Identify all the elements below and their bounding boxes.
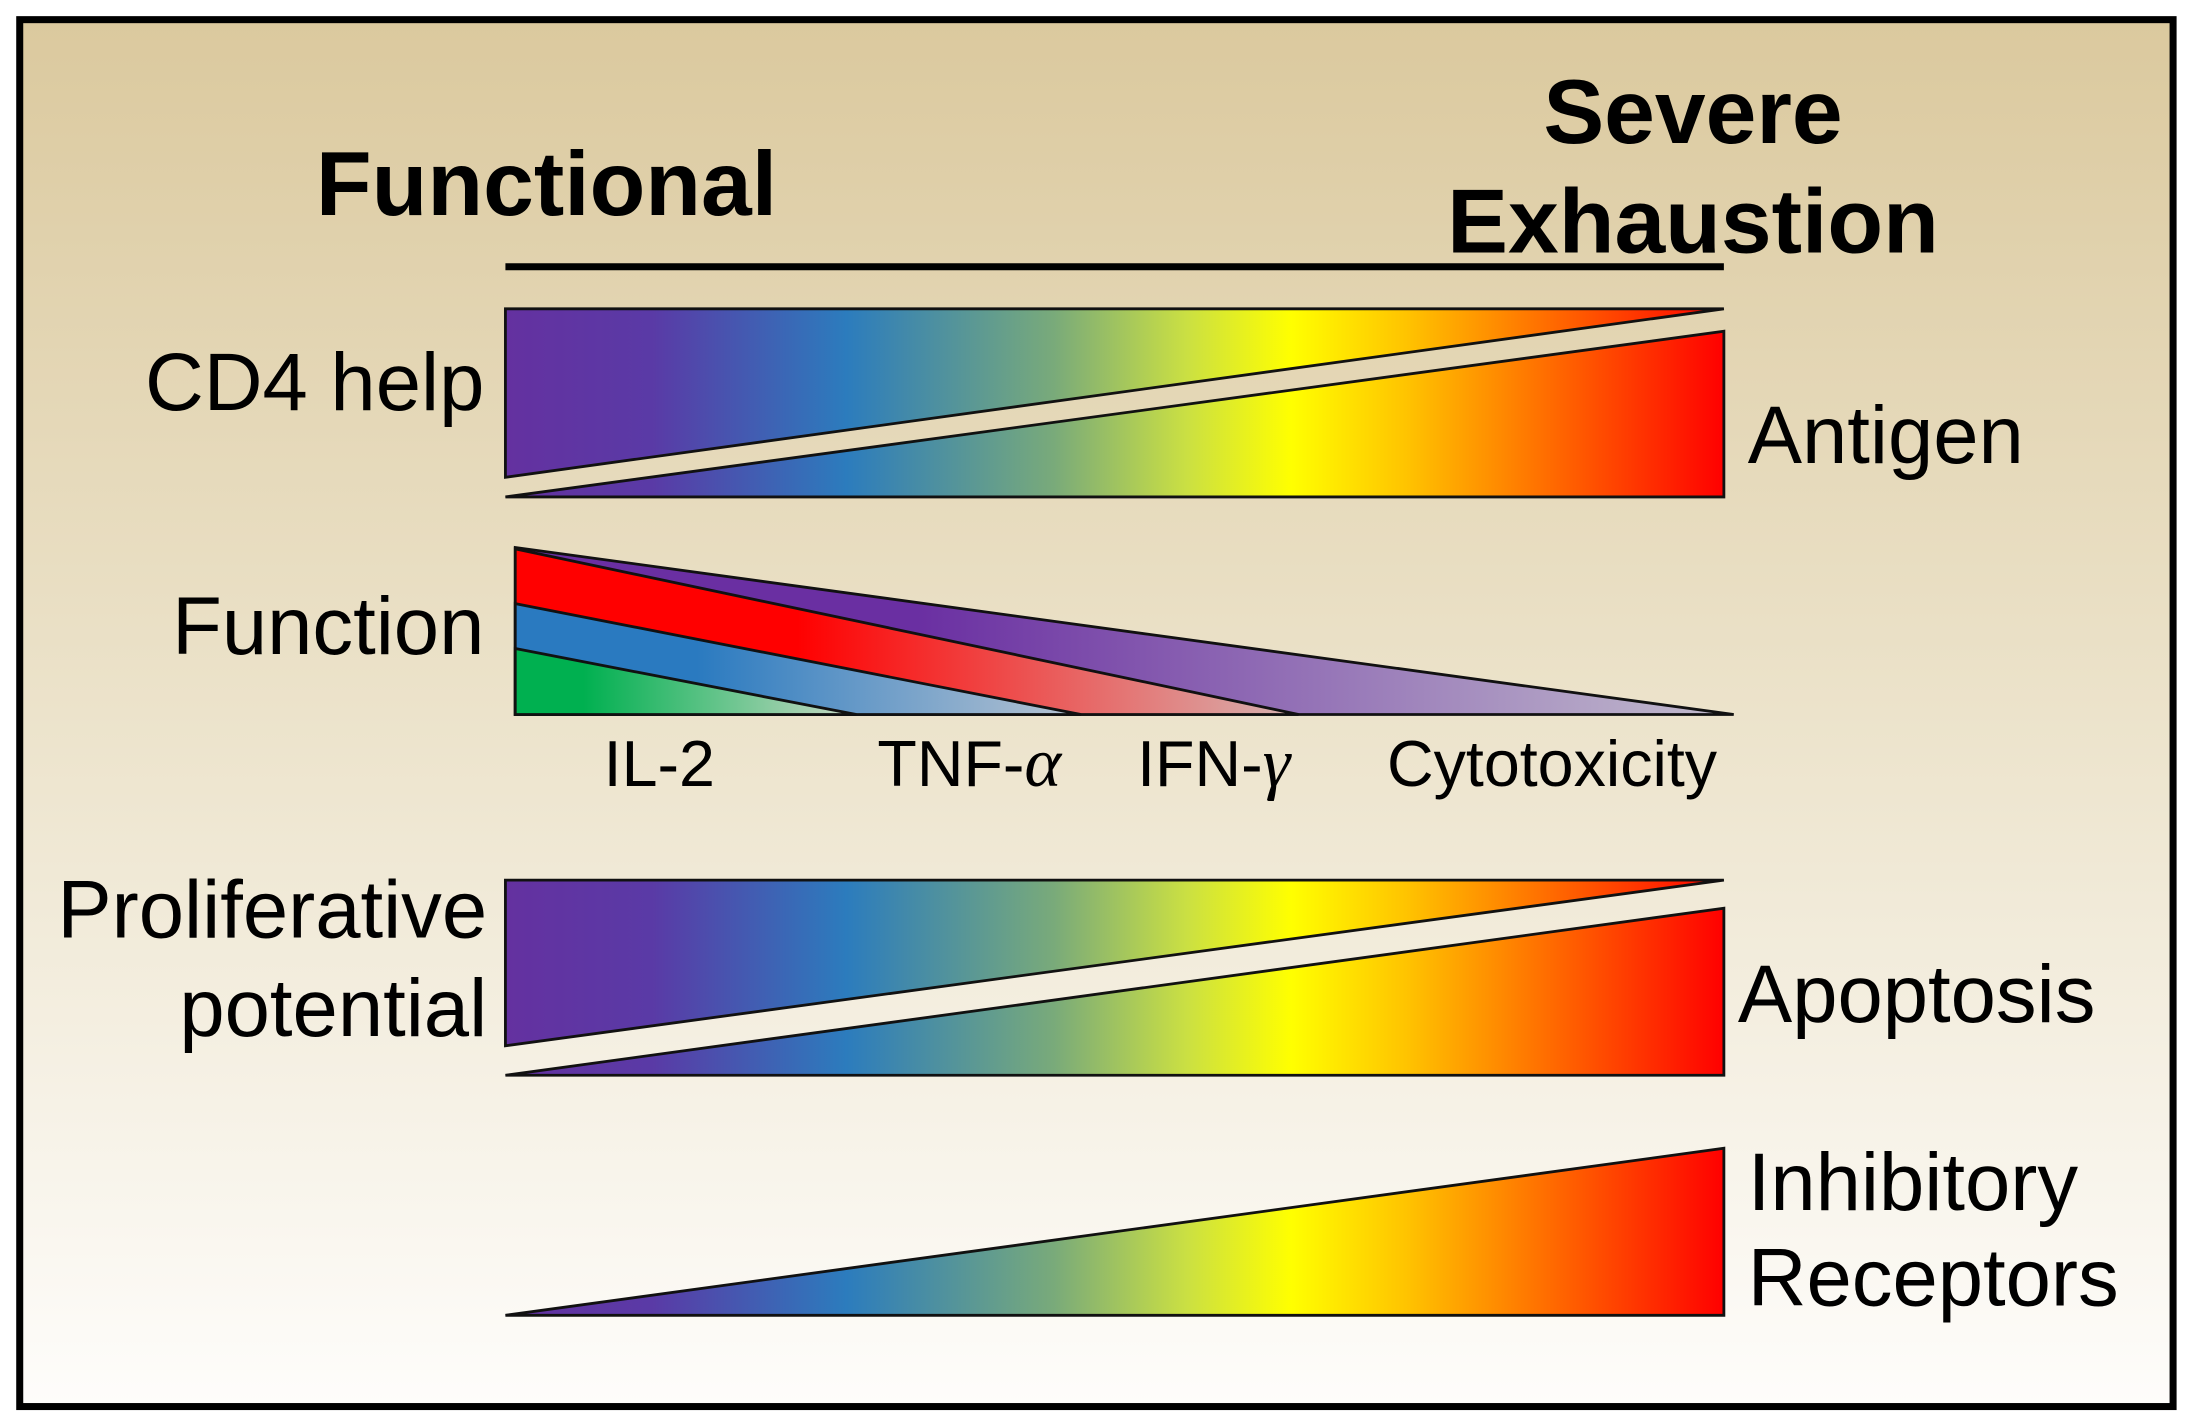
functional-title: Functional <box>316 133 777 235</box>
cytotoxicity-label: Cytotoxicity <box>1387 728 1718 800</box>
tnf-alpha-label: TNF-α <box>877 724 1062 802</box>
tnf-alpha-label-prefix: TNF- <box>877 728 1024 800</box>
ifn-gamma-label-prefix: IFN- <box>1137 728 1263 800</box>
cd4-help-decreasing-wedge <box>504 307 1725 479</box>
antigen-label: Antigen <box>1748 390 2024 481</box>
inhibitory-label: Inhibitory <box>1748 1137 2079 1228</box>
severe-title: Severe <box>1543 61 1842 163</box>
ifn-gamma-label: IFN-γ <box>1137 724 1293 802</box>
il2-wedge <box>513 646 857 716</box>
receptors-label: Receptors <box>1748 1232 2119 1323</box>
proliferative-label: Proliferative <box>57 865 487 956</box>
apoptosis-label: Apoptosis <box>1738 949 2096 1040</box>
antigen-increasing-wedge <box>505 329 1726 499</box>
cd4-help-label: CD4 help <box>145 337 484 428</box>
il2-label: IL-2 <box>604 728 715 800</box>
inhibitory-receptors-row: Inhibitory Receptors <box>505 1137 2119 1323</box>
tnf-alpha-label-symbol: α <box>1024 724 1062 802</box>
apoptosis-increasing-wedge <box>505 906 1726 1077</box>
proliferation-apoptosis-row: Proliferative potential Apoptosis <box>57 865 2096 1077</box>
proliferative-potential-decreasing-wedge <box>504 878 1725 1048</box>
ifn-gamma-label-symbol: γ <box>1263 724 1293 802</box>
exhaustion-title: Exhaustion <box>1447 171 1939 273</box>
function-row: Function IL-2 TNF-α IFN-γ Cytotoxicity <box>172 545 1734 802</box>
cd4-antigen-row: CD4 help Antigen <box>145 307 2024 499</box>
function-label: Function <box>172 581 484 672</box>
potential-label: potential <box>179 963 487 1054</box>
inhibitory-receptors-increasing-wedge <box>505 1146 1726 1317</box>
